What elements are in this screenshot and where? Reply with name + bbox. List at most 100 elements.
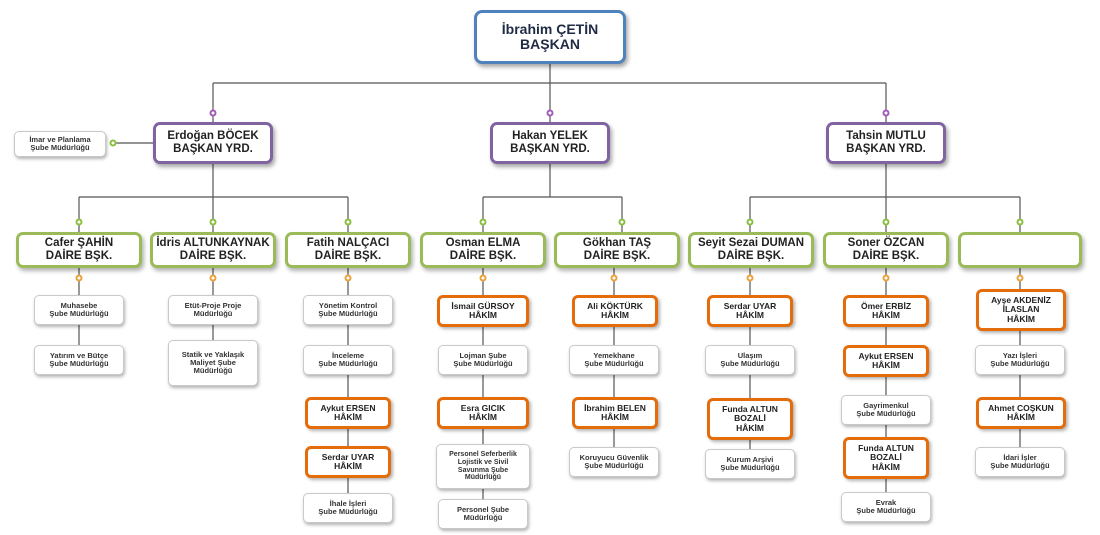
- department-box[interactable]: Cafer ŞAHİN DAİRE BŞK.: [16, 232, 142, 268]
- unit-box[interactable]: İnceleme Şube Müdürlüğü: [303, 345, 393, 375]
- unit-box[interactable]: Personel Şube Müdürlüğü: [438, 499, 528, 529]
- vice-president-title: BAŞKAN YRD.: [173, 143, 253, 155]
- connector-dot: [618, 218, 626, 226]
- judge-line: HÂKİM: [469, 310, 497, 320]
- unit-line: Müdürlüğü: [193, 366, 233, 376]
- connector-dot: [546, 109, 554, 117]
- judge-line: HÂKİM: [1007, 313, 1035, 324]
- vice-president-title: BAŞKAN YRD.: [846, 143, 926, 155]
- connector-dot: [610, 274, 618, 282]
- judge-box[interactable]: Funda ALTUN BOZALİ HÂKİM: [843, 437, 929, 479]
- judge-line: Ali KÖKTÜRK: [587, 300, 643, 311]
- judge-line: Funda ALTUN: [722, 403, 778, 414]
- department-box[interactable]: Fatih NALÇACI DAİRE BŞK.: [285, 232, 411, 268]
- judge-box[interactable]: Serdar UYAR HÂKİM: [707, 295, 793, 327]
- unit-line: Yatırım ve Bütçe: [49, 350, 109, 360]
- unit-line: Şube Müdürlüğü: [990, 461, 1050, 470]
- judge-box[interactable]: Ahmet COŞKUN HÂKİM: [976, 397, 1066, 429]
- president-box[interactable]: İbrahim ÇETİN BAŞKAN: [474, 10, 626, 64]
- unit-line: Personel Şube: [456, 504, 510, 514]
- unit-box[interactable]: Yönetim Kontrol Şube Müdürlüğü: [303, 295, 393, 325]
- unit-line: Müdürlüğü: [463, 513, 503, 522]
- unit-box[interactable]: Ulaşım Şube Müdürlüğü: [705, 345, 795, 375]
- vice-president-name: Hakan YELEK: [512, 130, 588, 143]
- unit-line: Şube Müdürlüğü: [584, 359, 644, 368]
- unit-line: Savunma Şube: [457, 466, 509, 474]
- unit-line: İhale İşleri: [329, 498, 367, 508]
- unit-line: Evrak: [875, 497, 897, 507]
- unit-line: Lojman Şube: [459, 350, 507, 360]
- unit-box[interactable]: Yazı İşleri Şube Müdürlüğü: [975, 345, 1065, 375]
- department-box[interactable]: Osman ELMA DAİRE BŞK.: [420, 232, 546, 268]
- judge-line: Ömer ERBİZ: [860, 300, 912, 311]
- unit-box[interactable]: Gayrimenkul Şube Müdürlüğü: [841, 395, 931, 425]
- unit-line: Şube Müdürlüğü: [990, 359, 1050, 368]
- judge-box[interactable]: Funda ALTUN BOZALİ HÂKİM: [707, 398, 793, 440]
- department-title: DAİRE BŞK.: [717, 250, 785, 262]
- department-box[interactable]: Seyit Sezai DUMAN DAİRE BŞK.: [688, 232, 814, 268]
- judge-box[interactable]: Ali KÖKTÜRK HÂKİM: [572, 295, 658, 327]
- unit-box[interactable]: İmar ve Planlama Şube Müdürlüğü: [14, 131, 106, 157]
- judge-line: İbrahim BELEN: [584, 402, 646, 413]
- judge-line: HÂKİM: [872, 360, 900, 370]
- unit-box[interactable]: Statik ve Yaklaşık Maliyet Şube Müdürlüğ…: [168, 340, 258, 386]
- unit-box[interactable]: Etüt-Proje Proje Müdürlüğü: [168, 295, 258, 325]
- unit-line: Şube Müdürlüğü: [318, 309, 378, 318]
- unit-line: Yemekhane: [593, 350, 635, 360]
- judge-line: HÂKİM: [736, 310, 764, 320]
- department-box-empty[interactable]: [958, 232, 1082, 268]
- vice-president-box[interactable]: Hakan YELEK BAŞKAN YRD.: [490, 122, 610, 164]
- unit-line: Şube Müdürlüğü: [49, 309, 109, 318]
- judge-box[interactable]: Esra GICIK HÂKİM: [437, 397, 529, 429]
- unit-box[interactable]: Kurum Arşivi Şube Müdürlüğü: [705, 449, 795, 479]
- unit-line: Personel Seferberlik: [449, 451, 517, 459]
- unit-box[interactable]: Koruyucu Güvenlik Şube Müdürlüğü: [569, 447, 659, 477]
- judge-line: Ayşe AKDENİZ: [991, 294, 1051, 305]
- connector-dot: [209, 274, 217, 282]
- connector-dot: [479, 218, 487, 226]
- unit-line: Muhasebe: [60, 300, 98, 310]
- connector-dot: [109, 139, 117, 147]
- unit-line: Kurum Arşivi: [726, 454, 774, 464]
- unit-box[interactable]: Personel Seferberlik Lojistik ve Sivil S…: [436, 444, 530, 489]
- unit-box[interactable]: Evrak Şube Müdürlüğü: [841, 492, 931, 522]
- judge-box[interactable]: Serdar UYAR HÂKİM: [305, 446, 391, 478]
- judge-line: HÂKİM: [601, 412, 629, 422]
- judge-line: HÂKİM: [1007, 412, 1035, 422]
- unit-line: Şube Müdürlüğü: [856, 506, 916, 515]
- unit-line: Ulaşım: [737, 350, 763, 360]
- department-title: DAİRE BŞK.: [852, 250, 920, 262]
- president-name: İbrahim ÇETİN: [501, 20, 599, 37]
- unit-box[interactable]: Yemekhane Şube Müdürlüğü: [569, 345, 659, 375]
- unit-line: Yazı İşleri: [1002, 350, 1038, 360]
- judge-box[interactable]: İbrahim BELEN HÂKİM: [572, 397, 658, 429]
- judge-box[interactable]: Aykut ERSEN HÂKİM: [843, 345, 929, 377]
- department-name: Gökhan TAŞ: [582, 237, 652, 250]
- department-title: DAİRE BŞK.: [314, 250, 382, 262]
- judge-box[interactable]: Ayşe AKDENİZ İLASLAN HÂKİM: [976, 289, 1066, 331]
- judge-line: HÂKİM: [872, 310, 900, 320]
- unit-box[interactable]: Muhasebe Şube Müdürlüğü: [34, 295, 124, 325]
- judge-line: HÂKİM: [736, 422, 764, 433]
- judge-box[interactable]: Ömer ERBİZ HÂKİM: [843, 295, 929, 327]
- vice-president-box[interactable]: Erdoğan BÖCEK BAŞKAN YRD.: [153, 122, 273, 164]
- connector-dot: [1016, 218, 1024, 226]
- connector-dot: [344, 218, 352, 226]
- unit-box[interactable]: Yatırım ve Bütçe Şube Müdürlüğü: [34, 345, 124, 375]
- department-box[interactable]: Gökhan TAŞ DAİRE BŞK.: [554, 232, 680, 268]
- unit-line: Statik ve Yaklaşık: [181, 349, 245, 359]
- judge-line: Aykut ERSEN: [320, 402, 376, 413]
- department-title: DAİRE BŞK.: [583, 250, 651, 262]
- unit-box[interactable]: Lojman Şube Şube Müdürlüğü: [438, 345, 528, 375]
- unit-box[interactable]: İdari İşler Şube Müdürlüğü: [975, 447, 1065, 477]
- connector-dot: [882, 109, 890, 117]
- unit-box[interactable]: İhale İşleri Şube Müdürlüğü: [303, 493, 393, 523]
- connector-dot: [209, 218, 217, 226]
- vice-president-box[interactable]: Tahsin MUTLU BAŞKAN YRD.: [826, 122, 946, 164]
- department-box[interactable]: Soner ÖZCAN DAİRE BŞK.: [823, 232, 949, 268]
- unit-line: Müdürlüğü: [193, 309, 233, 318]
- judge-box[interactable]: Aykut ERSEN HÂKİM: [305, 397, 391, 429]
- department-box[interactable]: İdris ALTUNKAYNAK DAİRE BŞK.: [150, 232, 276, 268]
- connector-dot: [209, 109, 217, 117]
- judge-box[interactable]: İsmail GÜRSOY HÂKİM: [437, 295, 529, 327]
